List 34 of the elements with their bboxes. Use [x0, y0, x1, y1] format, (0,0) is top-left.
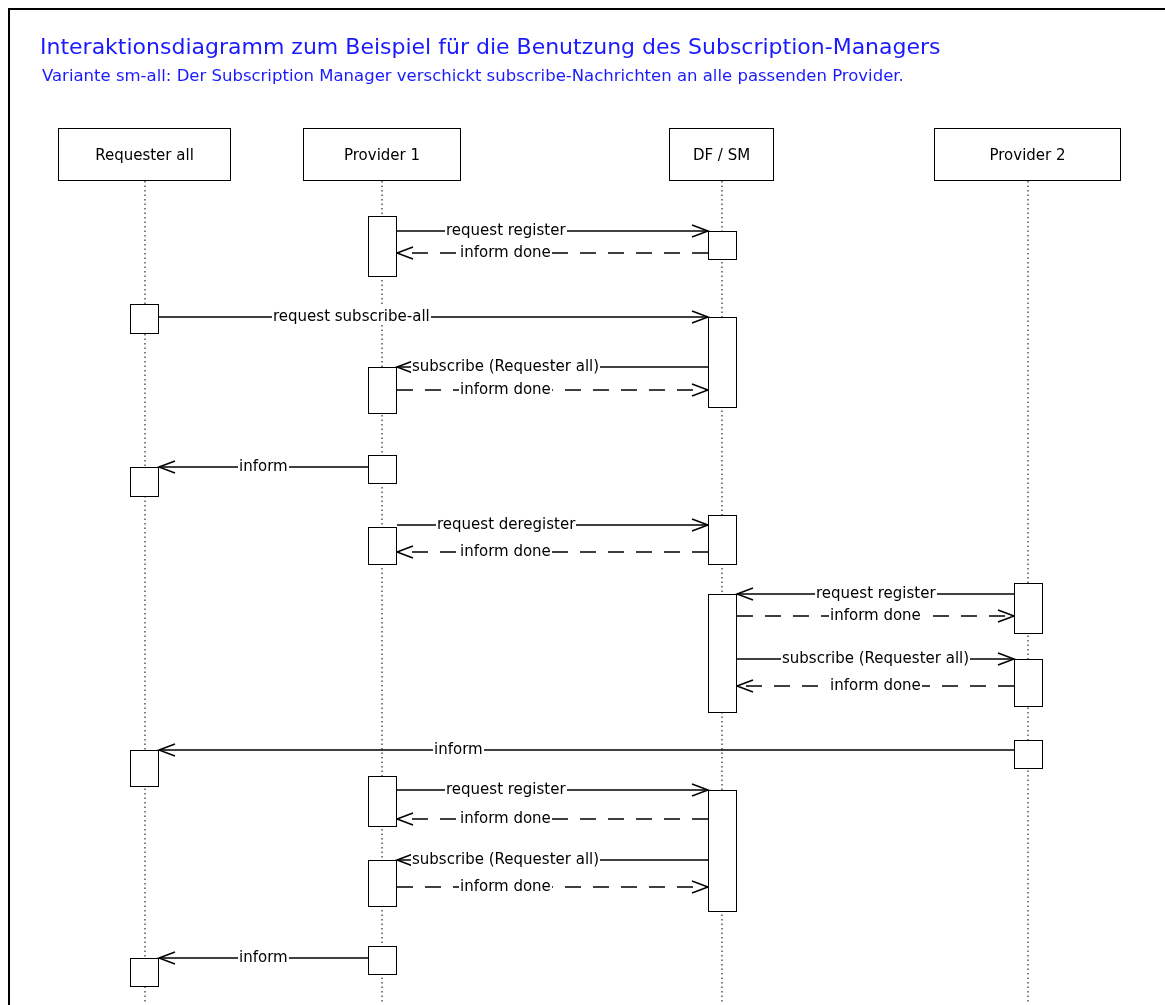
message-label: request subscribe-all [272, 307, 431, 325]
activation-bar [368, 455, 397, 484]
message-label: request register [445, 221, 567, 239]
activation-bar [130, 958, 159, 987]
activation-bar [1014, 659, 1043, 707]
activation-bar [368, 860, 397, 907]
activation-bar [368, 776, 397, 827]
message-label: subscribe (Requester all) [411, 357, 601, 375]
activation-bar [1014, 583, 1043, 634]
diagram-subtitle: Variante sm-all: Der Subscription Manager verschickt subscribe-Nachrichten an alle passenden Provider. [42, 66, 904, 85]
activation-bar [708, 317, 737, 408]
activation-bar [130, 750, 159, 787]
message-label: subscribe (Requester all) [781, 649, 971, 667]
activation-bar [708, 231, 737, 260]
activation-bar [708, 594, 737, 713]
activation-bar [708, 515, 737, 565]
activation-bar [368, 946, 397, 975]
activation-bar [708, 790, 737, 912]
diagram-title: Interaktionsdiagramm zum Beispiel für die Benutzung des Subscription-Managers [40, 34, 941, 59]
participant-box: DF / SM [669, 128, 774, 181]
message-arrow [158, 743, 1015, 757]
participant-box: Requester all [58, 128, 231, 181]
message-label: request register [445, 780, 567, 798]
message-label: request deregister [436, 515, 577, 533]
activation-bar [130, 304, 159, 334]
activation-bar [368, 367, 397, 414]
activation-bar [1014, 740, 1043, 769]
activation-bar [368, 216, 397, 277]
message-label: subscribe (Requester all) [411, 850, 601, 868]
message-label: request register [815, 584, 937, 602]
activation-bar [368, 527, 397, 565]
participant-box: Provider 2 [934, 128, 1121, 181]
participant-box: Provider 1 [303, 128, 461, 181]
activation-bar [130, 467, 159, 497]
